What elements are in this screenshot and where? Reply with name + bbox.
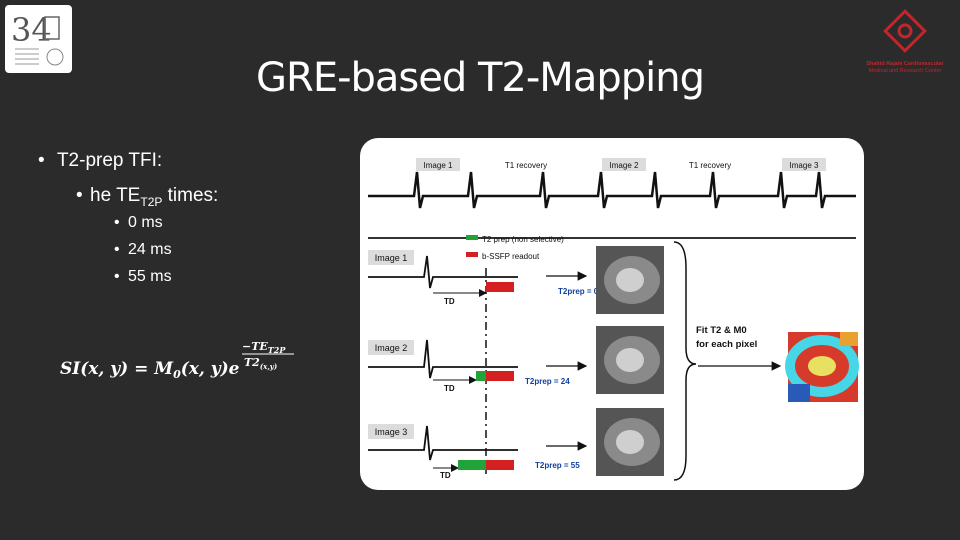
row-label-2: Image 2 bbox=[375, 343, 408, 353]
top-label-image1: Image 1 bbox=[424, 161, 453, 170]
readout-bar-3 bbox=[486, 460, 514, 470]
row-label-box-2 bbox=[368, 340, 414, 355]
td-label-1: TD bbox=[444, 297, 455, 306]
conference-logo: 34 bbox=[5, 5, 72, 73]
row-label-box-3 bbox=[368, 424, 414, 439]
top-label-image3: Image 3 bbox=[790, 161, 819, 170]
td-label-3: TD bbox=[440, 471, 451, 480]
legend-t2prep: T2 prep (non selective) bbox=[482, 235, 564, 244]
top-label-box-image2 bbox=[602, 158, 646, 171]
fit-text-1: Fit T2 & M0 bbox=[696, 325, 747, 336]
bullet-text: T2-prep TFI: bbox=[56, 150, 163, 171]
eq-exp-num-sub: T2P bbox=[268, 345, 287, 355]
top-label-t1-recovery-1: T1 recovery bbox=[505, 161, 547, 170]
bullet-level3: • 24 ms bbox=[114, 241, 172, 259]
bullet-text-suffix: times: bbox=[162, 185, 219, 206]
bullet-dot: • bbox=[76, 185, 83, 206]
bullet-dot: • bbox=[114, 268, 120, 285]
sequence-diagram: Image 1 T1 recovery Image 2 T1 recovery … bbox=[360, 138, 864, 490]
readout-bar-1 bbox=[486, 282, 514, 292]
row-label-1: Image 1 bbox=[375, 253, 408, 263]
ecg-row-1 bbox=[368, 255, 518, 289]
readout-bar-2 bbox=[486, 371, 514, 381]
t2prep-label-2: T2prep = 24 bbox=[525, 377, 570, 386]
brace bbox=[673, 241, 697, 481]
eq-exp-den-sub: (x,y) bbox=[260, 362, 277, 371]
eq-mid: (x, y)e bbox=[181, 359, 240, 379]
bullet-text-prefix: he TE bbox=[90, 185, 141, 206]
svg-text:SI(x, y) = M0(x, y)e: SI(x, y) = M0(x, y)e bbox=[60, 359, 240, 381]
logo-caption-2: Medical and Research Center bbox=[869, 68, 942, 74]
hospital-logo: Shahid Rajaie Cardiovascular Medical and… bbox=[855, 5, 955, 75]
row-label-3: Image 3 bbox=[375, 427, 408, 437]
legend-readout: b-SSFP readout bbox=[482, 252, 540, 261]
eq-m-sub: 0 bbox=[173, 368, 181, 381]
svg-text:−TET2P: −TET2P bbox=[242, 340, 286, 355]
td-label-2: TD bbox=[444, 384, 455, 393]
bullet-dot: • bbox=[114, 214, 120, 231]
slide-title: GRE-based T2-Mapping bbox=[256, 55, 705, 101]
t2prep-bar-2 bbox=[476, 371, 486, 381]
bullet-level3: • 55 ms bbox=[114, 268, 172, 286]
top-label-box-image3 bbox=[782, 158, 826, 171]
ecg-row-2 bbox=[368, 339, 518, 379]
bullet-text: 0 ms bbox=[128, 214, 163, 231]
t2prep-label-3: T2prep = 55 bbox=[535, 461, 580, 470]
eq-exp-den: T2 bbox=[244, 356, 260, 369]
t2prep-bar-3 bbox=[458, 460, 486, 470]
ecg-trace-top bbox=[368, 171, 856, 209]
bullet-level3: • 0 ms bbox=[114, 214, 163, 232]
fit-text-2: for each pixel bbox=[696, 339, 757, 350]
signal-equation: SI(x, y) = M0(x, y)e −TET2P T2(x,y) bbox=[60, 340, 294, 381]
top-label-image2: Image 2 bbox=[610, 161, 639, 170]
bullet-text: 55 ms bbox=[128, 268, 172, 285]
legend-red-swatch bbox=[466, 252, 478, 257]
bullet-subscript: T2P bbox=[140, 194, 163, 209]
svg-text:T2(x,y): T2(x,y) bbox=[244, 356, 277, 371]
bullet-level1: • T2-prep TFI: bbox=[38, 150, 162, 172]
bullet-dot: • bbox=[114, 241, 120, 258]
logo-caption-1: Shahid Rajaie Cardiovascular bbox=[866, 61, 944, 67]
eq-lhs: SI(x, y) = M bbox=[60, 359, 174, 379]
t2prep-label-1: T2prep = 0 bbox=[558, 287, 599, 296]
row-label-box-1 bbox=[368, 250, 414, 265]
bullet-text: 24 ms bbox=[128, 241, 172, 258]
ecg-row-3 bbox=[368, 425, 518, 461]
top-label-t1-recovery-2: T1 recovery bbox=[689, 161, 731, 170]
bullet-dot: • bbox=[38, 150, 45, 171]
top-label-box-image1 bbox=[416, 158, 460, 171]
legend-green-swatch bbox=[466, 235, 478, 240]
bullet-level2: • he TET2P times: bbox=[76, 185, 218, 209]
eq-exp-num: −TE bbox=[242, 340, 268, 353]
